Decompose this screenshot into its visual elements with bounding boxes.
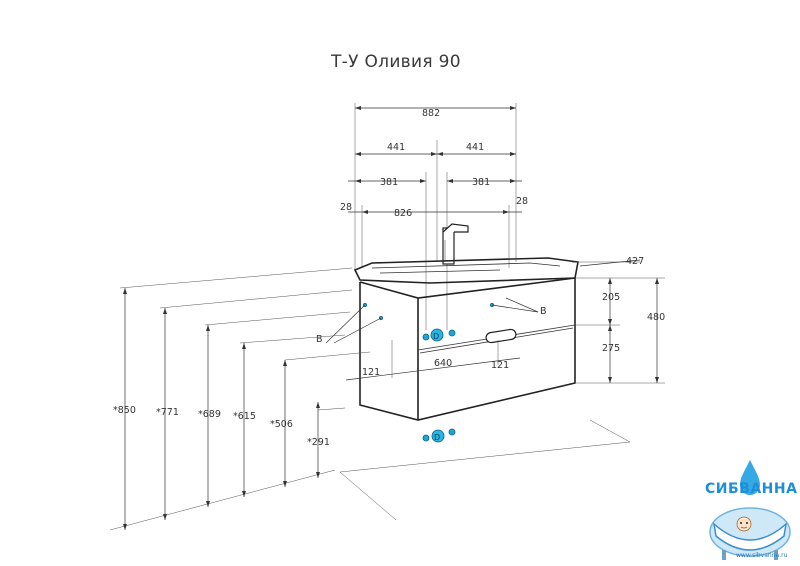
top-dimensions: 882 441 441 381 381 28 826 28 xyxy=(340,103,528,330)
dim-640: 640 xyxy=(434,358,452,369)
label-b-left: B xyxy=(316,334,323,345)
dim-427: 427 xyxy=(626,256,644,267)
dim-121-right: 121 xyxy=(491,360,509,371)
height-771: *771 xyxy=(156,407,179,418)
height-506: *506 xyxy=(270,419,293,430)
mount-span-dimension: 121 640 121 xyxy=(345,340,521,381)
faucet xyxy=(442,223,469,265)
basin xyxy=(353,257,579,284)
drain-marker-upper: D xyxy=(422,328,456,342)
dim-381-left: 381 xyxy=(380,177,398,188)
dim-275: 275 xyxy=(602,343,620,354)
logo-url: www.sibvanna.ru xyxy=(736,552,788,559)
height-615: *615 xyxy=(233,411,256,422)
dim-882: 882 xyxy=(422,108,440,119)
drain-marker-lower: D xyxy=(422,428,456,443)
mount-points: B B xyxy=(316,297,547,345)
page-title: Т-У Оливия 90 xyxy=(331,52,461,72)
right-dimensions: 427 205 275 480 xyxy=(575,256,665,384)
dim-205: 205 xyxy=(602,292,620,303)
label-d-lower: D xyxy=(434,433,440,442)
left-height-dimensions: *850 *771 *689 *615 *506 *291 xyxy=(109,267,371,531)
label-d-upper: D xyxy=(433,332,439,341)
dim-28-left: 28 xyxy=(340,202,352,213)
label-b-right: B xyxy=(540,306,547,317)
dim-381-right: 381 xyxy=(472,177,490,188)
dim-121-left: 121 xyxy=(362,367,380,378)
height-689: *689 xyxy=(198,409,221,420)
dim-28-right: 28 xyxy=(516,196,528,207)
sibvanna-logo xyxy=(709,460,791,560)
dim-826: 826 xyxy=(394,208,412,219)
floor xyxy=(339,419,631,521)
height-291: *291 xyxy=(307,437,330,448)
logo-brand: СИБВАННА xyxy=(705,481,798,497)
dim-480: 480 xyxy=(647,312,665,323)
dim-441-right: 441 xyxy=(466,142,484,153)
cabinet xyxy=(359,277,576,421)
height-850: *850 xyxy=(113,405,136,416)
dim-441-left: 441 xyxy=(387,142,405,153)
